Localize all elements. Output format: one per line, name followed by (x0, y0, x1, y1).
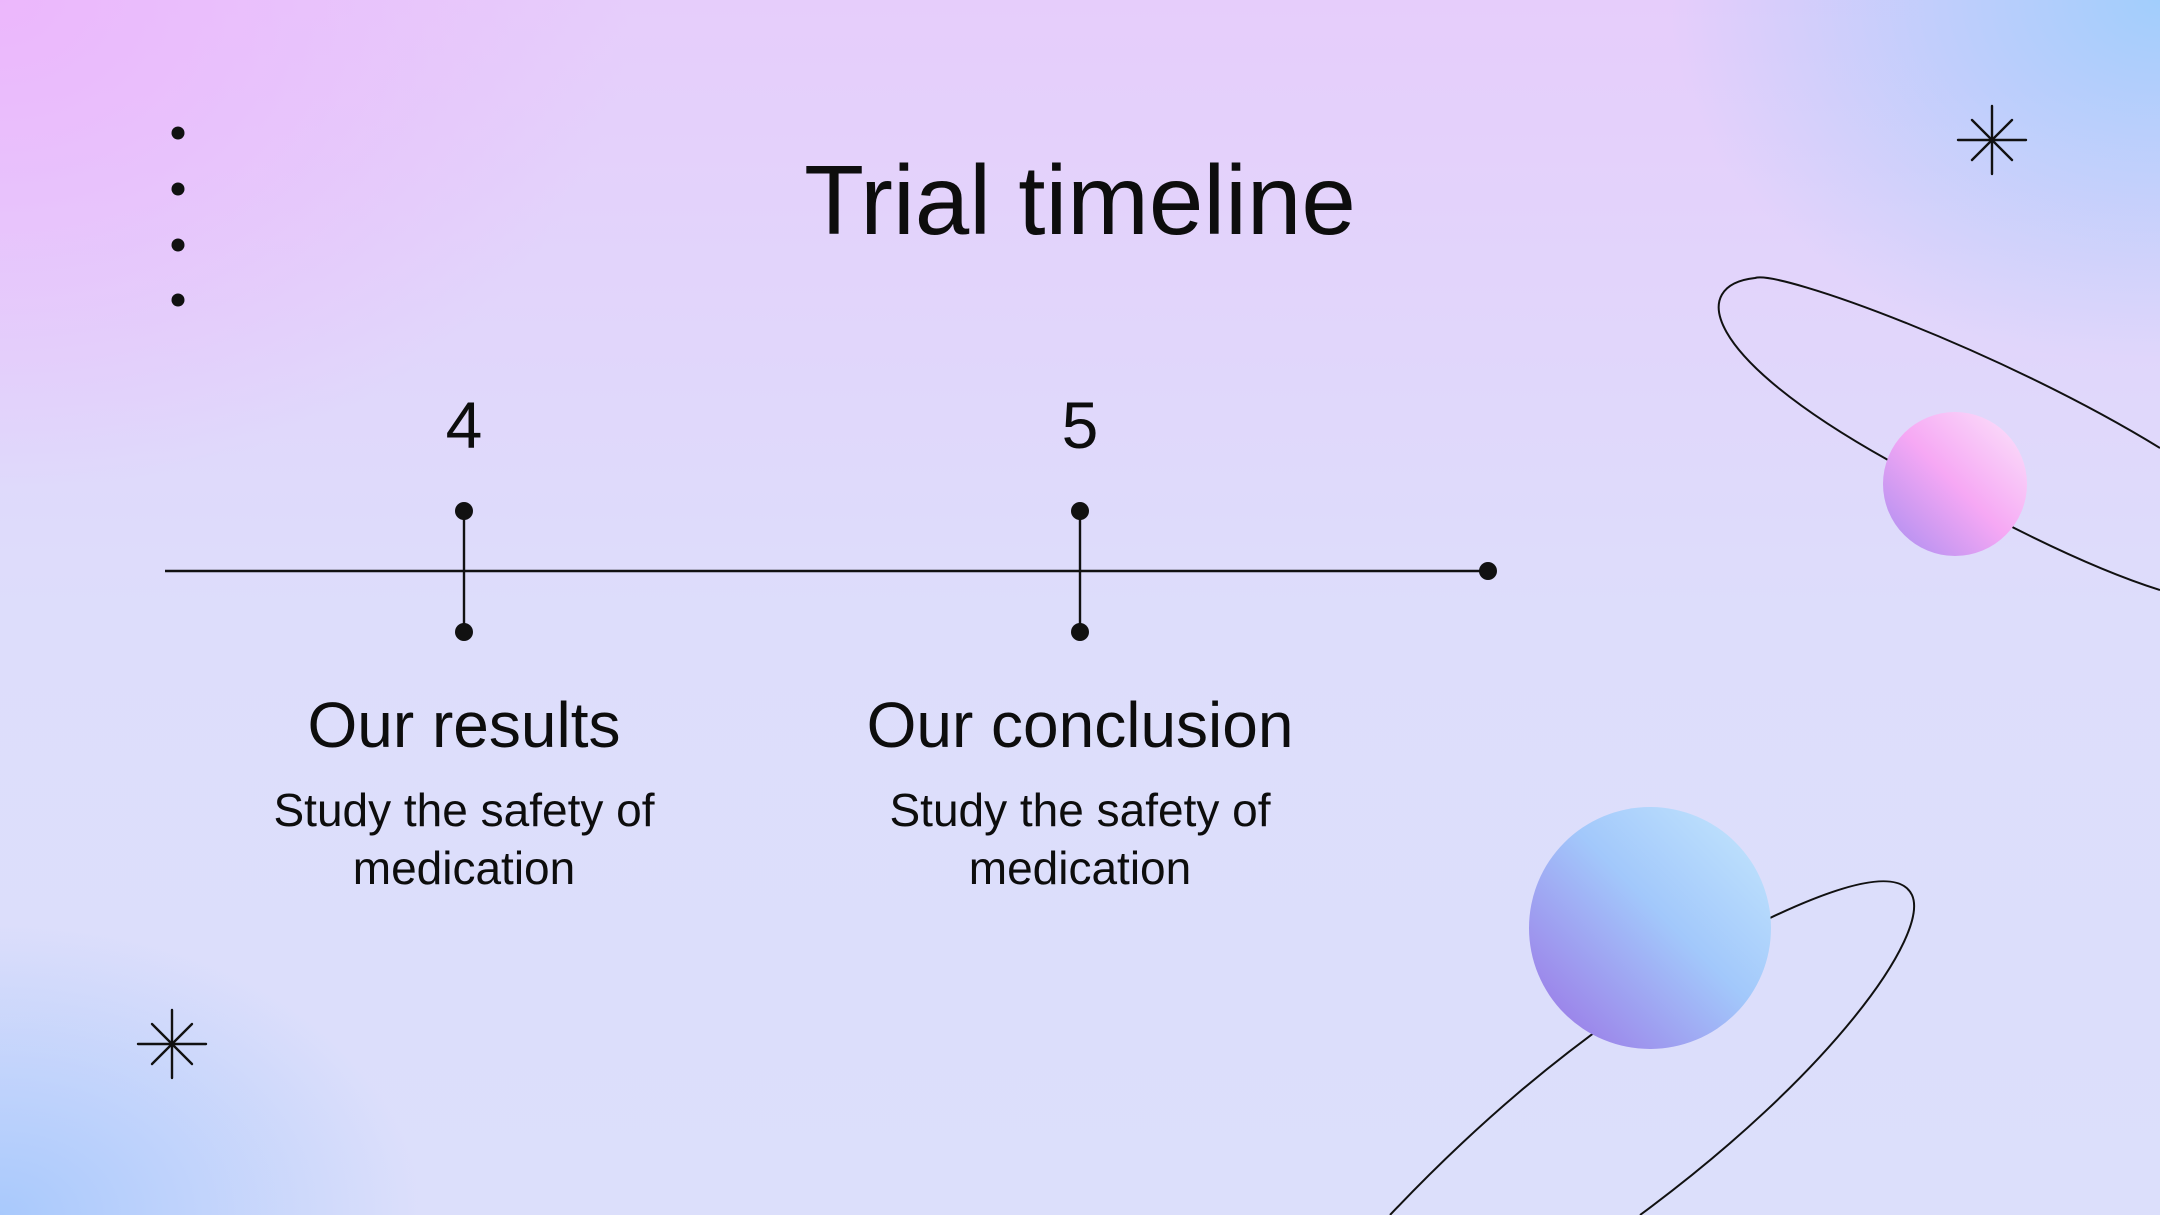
timeline-marker-1 (455, 502, 473, 641)
milestone-number: 4 (445, 388, 483, 462)
sparkle-icon (136, 1008, 208, 1080)
milestone-description: Study the safety of medication (273, 784, 655, 894)
milestone-description: Study the safety of medication (889, 784, 1271, 894)
planet-icon (1529, 807, 1771, 1049)
sparkle-icon (1956, 104, 2028, 176)
timeline-end-dot (1479, 562, 1497, 580)
planet-top-right (1717, 276, 2160, 591)
milestone-number: 5 (1061, 388, 1099, 462)
timeline-marker-2 (1071, 502, 1089, 641)
planet-icon (1883, 412, 2027, 556)
dot-column-icon (171, 126, 185, 307)
planet-bottom-right (1389, 807, 1916, 1215)
orbit-ring-icon (1717, 276, 2160, 591)
milestone-heading: Our results (307, 689, 621, 761)
slide-title-text: Trial timeline (804, 145, 1356, 255)
milestone-heading: Our conclusion (866, 689, 1294, 761)
timeline (165, 502, 1497, 641)
